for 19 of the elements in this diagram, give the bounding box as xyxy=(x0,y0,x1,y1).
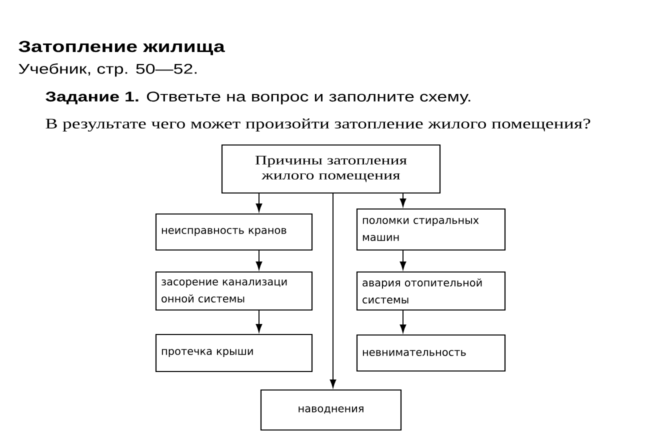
answer-box: протечка крыши xyxy=(155,334,313,372)
answer-box: авария отопительной системы xyxy=(356,271,506,311)
answer-box: неисправность кранов xyxy=(155,213,313,251)
arrow xyxy=(256,310,262,332)
arrow xyxy=(400,250,406,270)
title: Затопление жилища xyxy=(18,40,225,56)
answer-box: невнимательность xyxy=(356,334,506,372)
textbook-reference: Учебник, стр. 50—52. xyxy=(18,63,197,77)
question-text: В результате чего может произойти затопление жилого помещения? xyxy=(46,118,590,132)
answer-box: засорение канализаци онной системы xyxy=(155,271,313,311)
header-box: Причины затопления жилого помещения xyxy=(221,144,441,194)
arrow xyxy=(330,193,336,388)
answer-box: наводнения xyxy=(260,389,402,431)
arrow xyxy=(256,193,262,212)
arrow xyxy=(400,310,406,333)
task-text: Задание 1. Ответьте на вопрос и заполните схему. xyxy=(46,92,470,104)
arrow xyxy=(400,193,406,207)
arrow xyxy=(256,250,262,270)
answer-box: поломки стиральных машин xyxy=(356,208,506,251)
